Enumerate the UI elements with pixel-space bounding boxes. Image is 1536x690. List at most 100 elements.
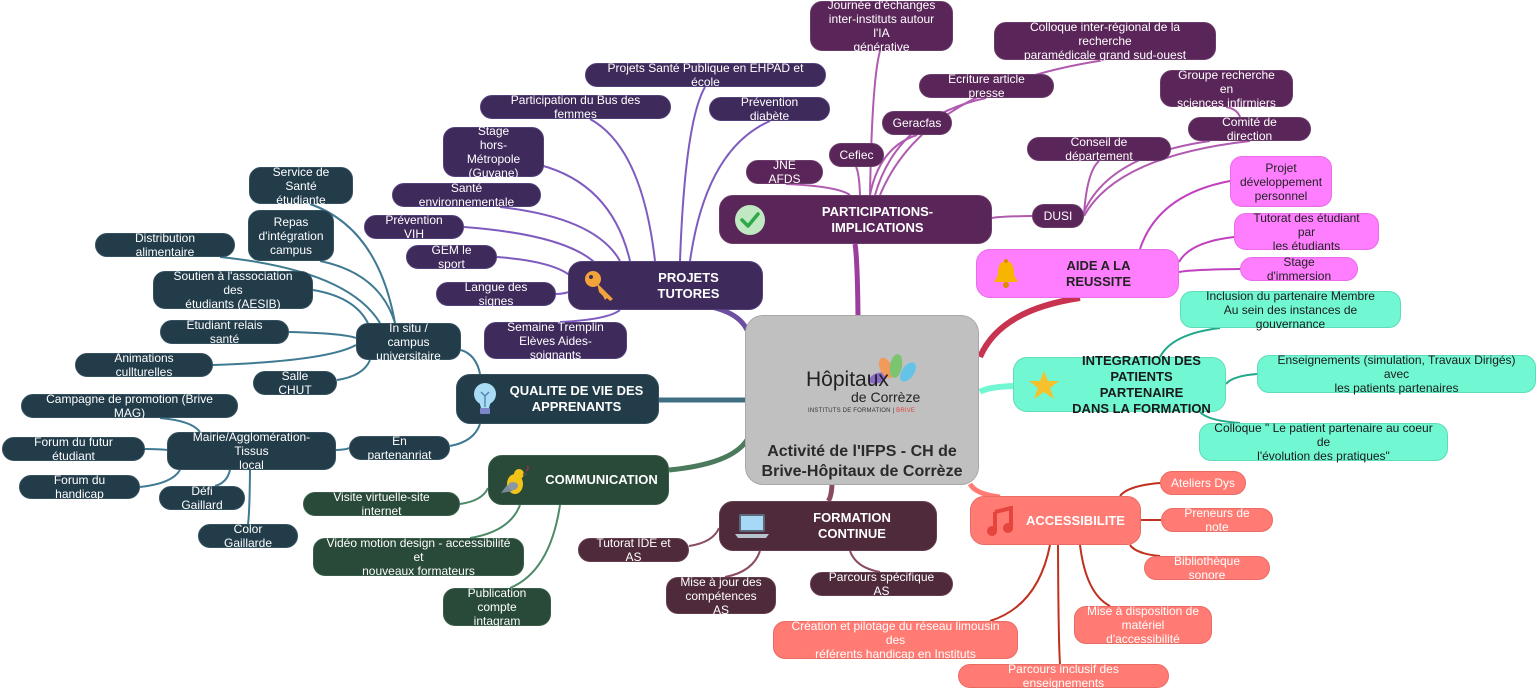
node-video-motion[interactable]: Vidéo motion design - accessibilité et n… [313, 536, 524, 578]
node-mise-a-jour-competences[interactable]: Mise à jour des compétences AS [666, 575, 776, 617]
node-geracfas[interactable]: Geracfas [882, 111, 952, 135]
node-journee-echanges[interactable]: Journée d'échanges inter-instituts autou… [810, 0, 953, 54]
node-en-partenariat[interactable]: En partenanriat [349, 434, 450, 462]
node-etudiant-relais[interactable]: Etudiant relais santé [160, 318, 289, 346]
branch-label: PROJETS TUTORES [657, 269, 720, 301]
node-projet-developpement[interactable]: Projet développement personnel [1230, 156, 1332, 207]
branch-label: COMMUNICATION [545, 472, 658, 487]
branch-label: FORMATION CONTINUE [813, 510, 891, 541]
node-tutorat-etudiants[interactable]: Tutorat des étudiant par les étudiants [1234, 211, 1379, 253]
branch-qualite-vie[interactable]: QUALITE DE VIE DES APPRENANTS [456, 374, 659, 424]
connector [1079, 544, 1111, 607]
connector [688, 527, 720, 547]
node-defi-gaillard[interactable]: Défi Gaillard [159, 484, 245, 512]
logo-city: BRIVE [896, 408, 916, 414]
connector [1083, 140, 1211, 213]
leaves-icon [869, 354, 916, 384]
connector [460, 349, 481, 375]
connector [724, 550, 761, 578]
node-parcours-inclusif[interactable]: Parcours inclusif des enseignements [958, 662, 1169, 690]
connector [288, 331, 357, 339]
node-parcours-specifique-as[interactable]: Parcours spécifique AS [810, 570, 953, 598]
connector [509, 504, 561, 589]
connector [336, 359, 371, 381]
branch-label: PARTICIPATIONS-IMPLICATIONS [821, 203, 934, 235]
connector [469, 504, 521, 539]
connector [219, 256, 381, 324]
singing-bird-icon: ♪ [499, 463, 533, 497]
branch-label: ACCESSIBILITE [1026, 512, 1125, 528]
node-dusi[interactable]: DUSI [1032, 204, 1084, 228]
node-stage-guyane[interactable]: Stage hors-Métropole (Guyane) [443, 124, 544, 180]
central-topic[interactable]: Hôpitaux de Corrèze INSTITUTS DE FORMATI… [745, 315, 979, 485]
node-color-gaillarde[interactable]: Color Gaillarde [198, 522, 298, 550]
node-cefiec[interactable]: Cefiec [829, 143, 884, 167]
connector [989, 544, 1051, 622]
branch-participations[interactable]: PARTICIPATIONS-IMPLICATIONS [719, 195, 992, 244]
branch-aide-reussite[interactable]: AIDE A LA REUSSITE [976, 249, 1179, 298]
branch-integration-patients[interactable]: INTEGRATION DES PATIENTS PARTENAIRE DANS… [1013, 353, 1226, 416]
connector [319, 260, 396, 324]
connector [879, 59, 1106, 196]
connector [1083, 160, 1100, 215]
node-distribution-alimentaire[interactable]: Distribution alimentaire [95, 231, 235, 259]
node-colloque-regional[interactable]: Colloque inter-régional de la recherche … [994, 20, 1216, 62]
node-ecriture-article[interactable]: Ecriture article presse [919, 72, 1054, 100]
key-icon [583, 269, 617, 303]
music-note-icon [986, 505, 1014, 536]
node-in-situ-campus[interactable]: In situ / campus universitaire [356, 321, 461, 363]
node-forum-futur-etudiant[interactable]: Forum du futur étudiant [2, 435, 145, 463]
node-gem-sport[interactable]: GEM le sport [406, 243, 497, 271]
node-publication-instagram[interactable]: Publication compte intagram [443, 586, 551, 628]
node-sante-environnementale[interactable]: Santé environnementale [392, 181, 541, 209]
node-comite-direction[interactable]: Comité de direction [1188, 115, 1311, 143]
branch-formation-continue[interactable]: FORMATION CONTINUE [719, 501, 937, 551]
node-tutorat-ide-as[interactable]: Tutorat IDE et AS [578, 536, 689, 564]
connector [1225, 373, 1258, 385]
connector [1178, 268, 1241, 273]
logo-institute: INSTITUTS DE FORMATION | BRIVE [808, 408, 915, 414]
connector [855, 166, 861, 196]
node-langue-signes[interactable]: Langue des signes [436, 280, 556, 308]
branch-label: QUALITE DE VIE DES APPRENANTS [509, 383, 644, 414]
node-enseignements-simulation[interactable]: Enseignements (simulation, Travaux Dirig… [1257, 353, 1536, 395]
node-conseil-departement[interactable]: Conseil de département [1027, 135, 1171, 163]
laptop-icon [734, 512, 770, 540]
node-preneurs-note[interactable]: Preneurs de note [1161, 506, 1273, 534]
node-repas-integration[interactable]: Repas d'intégration campus [248, 210, 334, 261]
node-service-sante[interactable]: Service de Santé étudiante [249, 165, 353, 207]
node-semaine-tremplin[interactable]: Semaine Tremplin Elèves Aides-soignants [484, 320, 627, 362]
node-visite-virtuelle[interactable]: Visite virtuelle-site internet [303, 490, 460, 518]
node-prevention-diabete[interactable]: Prévention diabète [709, 95, 830, 123]
node-forum-handicap[interactable]: Forum du handicap [19, 473, 140, 501]
node-animations-culturelles[interactable]: Animations cullturelles [75, 351, 213, 379]
node-stage-immersion[interactable]: Stage d'immersion [1240, 255, 1358, 283]
node-prevention-vih[interactable]: Prévention VIH [364, 213, 464, 241]
node-reseau-limousin[interactable]: Création et pilotage du réseau limousin … [773, 619, 1018, 661]
branch-accessibilite[interactable]: ACCESSIBILITE [970, 496, 1141, 545]
connector [1083, 140, 1251, 217]
node-colloque-patient[interactable]: Colloque " Le patient partenaire au coeu… [1199, 421, 1448, 463]
branch-connector [852, 243, 861, 317]
connector [463, 226, 601, 269]
check-circle-icon [734, 204, 766, 236]
node-ateliers-dys[interactable]: Ateliers Dys [1160, 471, 1246, 495]
node-projets-ehpad[interactable]: Projets Santé Publique en EHPAD et école [585, 61, 826, 89]
node-groupe-recherche[interactable]: Groupe recherche en sciences infirmiers [1160, 68, 1293, 110]
node-mairie-agglomeration[interactable]: Mairie/Agglomération-Tissus local [167, 430, 336, 472]
node-salle-chut[interactable]: Salle CHUT [253, 369, 337, 397]
connector [449, 423, 481, 447]
node-jne-afds[interactable]: JNE AFDS [746, 158, 823, 186]
node-campagne-promotion[interactable]: Campagne de promotion (Brive MAG) [21, 392, 238, 420]
node-inclusion-partenaire[interactable]: Inclusion du partenaire Membre Au sein d… [1180, 289, 1401, 331]
branch-connector [668, 438, 750, 473]
connector [539, 164, 631, 262]
node-soutien-aesib[interactable]: Soutien à l'association des étudiants (A… [153, 269, 313, 311]
node-bus-des-femmes[interactable]: Participation du Bus des femmes [480, 93, 671, 121]
connector [247, 469, 251, 525]
branch-communication[interactable]: ♪ COMMUNICATION [488, 455, 669, 505]
node-materiel-accessibilite[interactable]: Mise à disposition de matériel d'accessi… [1074, 604, 1212, 646]
node-bibliotheque-sonore[interactable]: Bibliothèque sonore [1144, 554, 1270, 582]
connector [496, 256, 576, 281]
branch-projets-tutores[interactable]: PROJETS TUTORES [568, 261, 763, 310]
